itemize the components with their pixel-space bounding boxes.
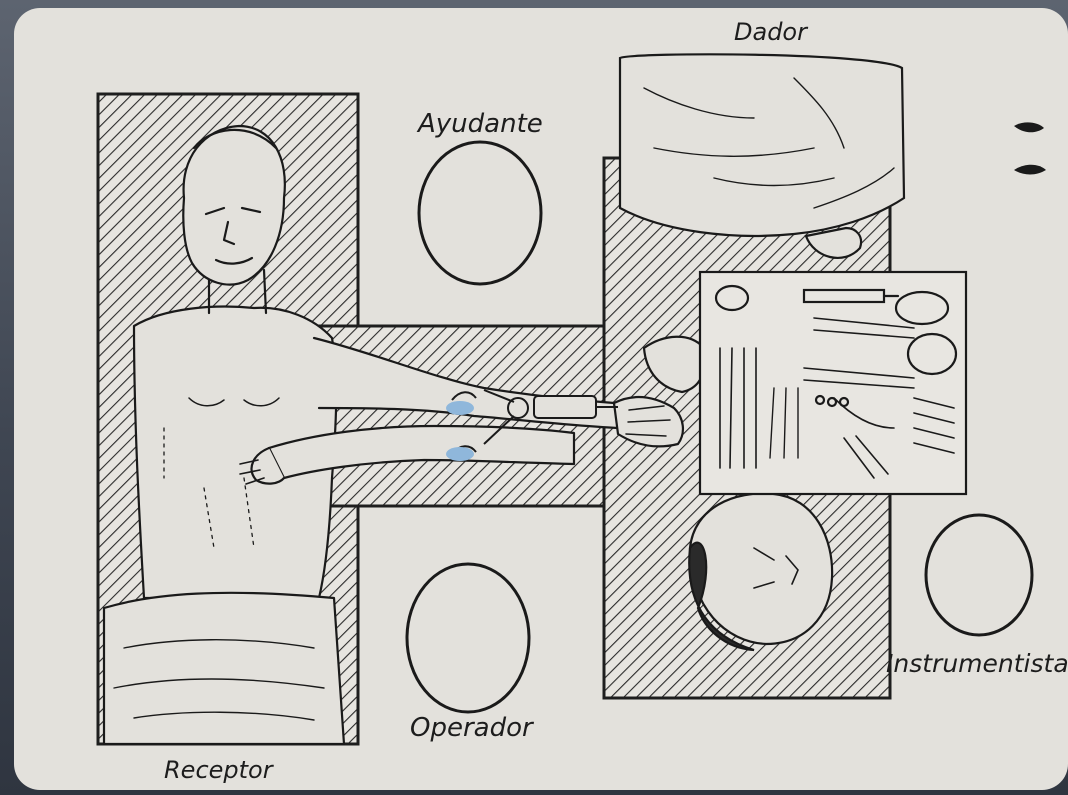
- illustration-page: Dador Ayudante Operador Instrumentista R…: [14, 8, 1068, 790]
- label-dador: Dador: [734, 18, 809, 46]
- instrument-tray: [700, 272, 966, 494]
- label-instrumentista: Instrumentista: [886, 649, 1068, 678]
- label-receptor: Receptor: [164, 756, 275, 784]
- label-operador: Operador: [410, 713, 535, 743]
- label-ayudante: Ayudante: [416, 109, 543, 139]
- transfusion-diagram: Dador Ayudante Operador Instrumentista R…: [14, 8, 1068, 790]
